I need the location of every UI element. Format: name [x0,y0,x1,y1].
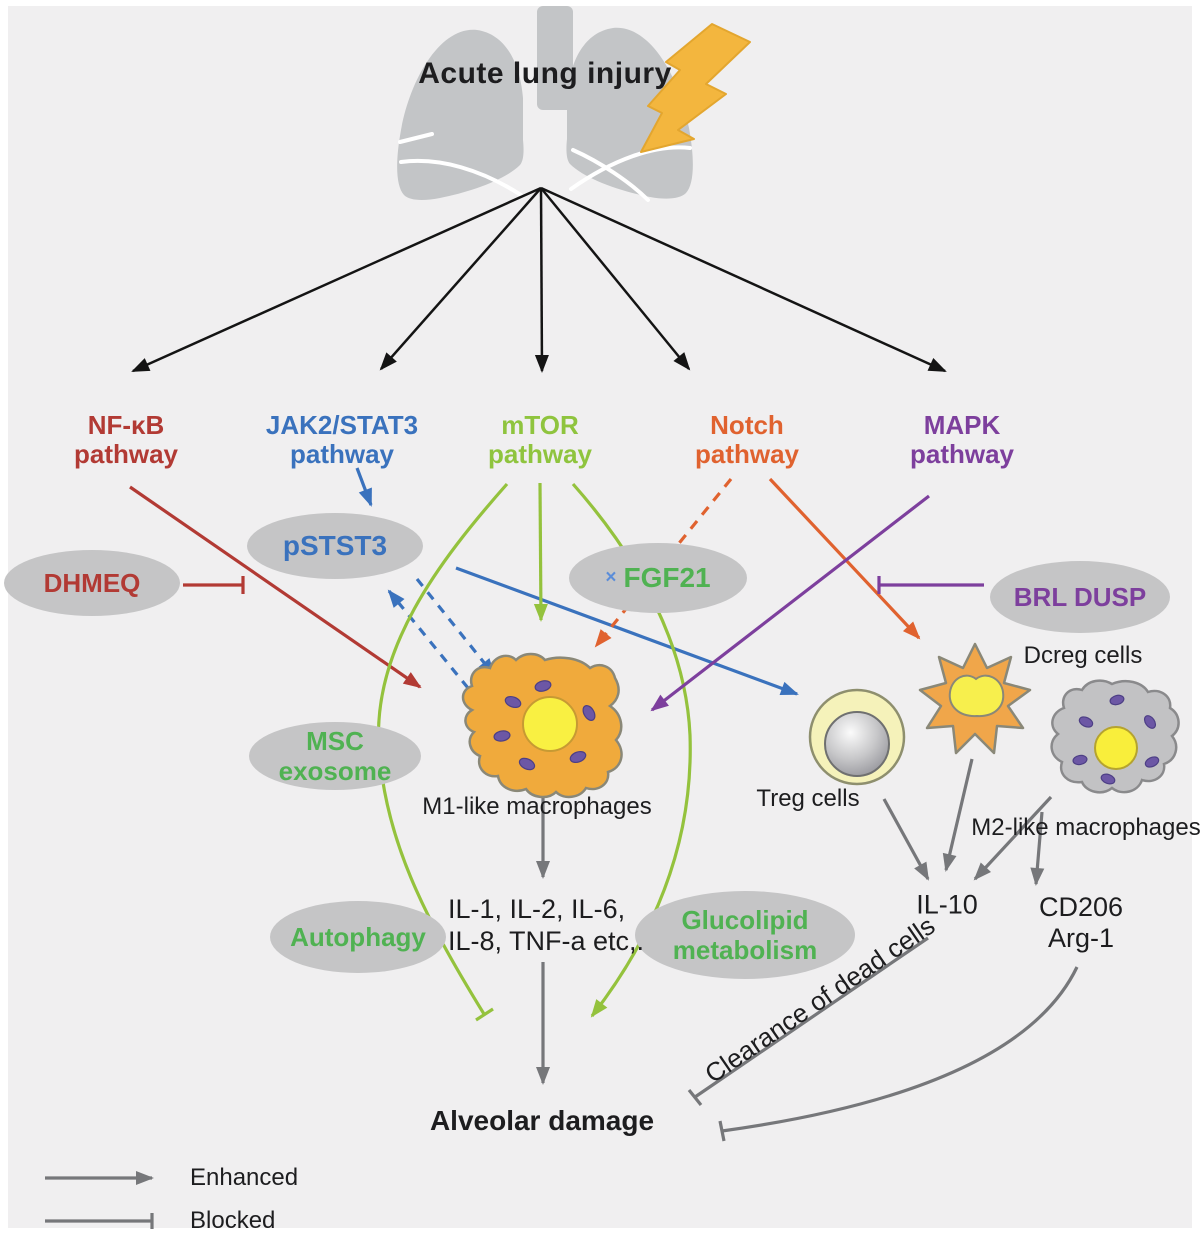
nfkb-connectors [129,485,422,689]
arrow-to-mapk [540,186,947,373]
arrow-notch-to-dcreg [768,477,921,640]
legend-blocked-label: Blocked [190,1207,276,1234]
node-glucolipid: Glucolipid metabolism [635,891,855,979]
pstst3-label: pSTST3 [282,529,388,561]
jak2-connectors [355,467,799,696]
arrow-mapk-to-m1 [650,494,930,712]
node-msc-exosome: MSC exosome [249,722,421,790]
msc-line2: exosome [278,756,392,786]
fgf21-row: × FGF21 [605,562,710,594]
treg-cell [808,688,906,786]
block-clearance-line [694,936,929,1099]
cytokines-line1: IL-1, IL-2, IL-6, [448,894,626,924]
m2-macrophage-cell [1050,679,1180,794]
arrow-m2-to-cd206 [1030,811,1045,886]
nfkb-name: NF-κB [87,409,165,440]
block-arg1-bar [718,1120,726,1142]
arrow-dcreg-to-il10 [942,758,974,872]
jak2-word: pathway [289,439,395,469]
label-mtor-pathway: mTOR pathway [487,409,593,469]
fan-arrows [131,186,947,373]
notch-word: pathway [694,439,800,469]
node-autophagy: Autophagy [270,901,446,973]
gluco-line1: Glucolipid [681,904,809,935]
block-arg1-curve [721,966,1079,1133]
label-m1-macrophages: M1-like macrophages [422,793,652,820]
label-nfkb-pathway: NF-κB pathway [73,409,179,469]
arrow-pstst3-to-treg [455,566,799,696]
label-dcreg-cells: Dcreg cells [1023,642,1143,669]
figure-background [8,6,1192,1228]
figure-title: Acute lung injury [418,57,672,90]
label-cytokines: IL-1, IL-2, IL-6, IL-8, TNF-a etc,. [448,893,644,958]
result-connectors [45,758,1079,1229]
gluco-line2: metabolism [672,935,818,965]
block-autophagy-bar [475,1007,494,1022]
label-jak2-pathway: JAK2/STAT3 pathway [265,409,419,469]
arrow-to-notch [540,187,691,371]
jak2-name: JAK2/STAT3 [265,409,419,440]
mapk-name: MAPK [923,409,1001,440]
autophagy-label: Autophagy [290,921,426,952]
fgf21-label: FGF21 [623,561,711,593]
label-notch-pathway: Notch pathway [694,409,800,469]
mapk-connectors [650,494,984,712]
m1-macrophage-cell [461,652,623,799]
node-pstst3: pSTST3 [247,513,423,579]
dhmeq-label: DHMEQ [43,567,141,598]
brl-dusp-label: BRL DUSP [1013,581,1147,612]
block-clearance-bar [687,1089,703,1106]
notch-name: Notch [710,409,784,440]
node-fgf21: × FGF21 [569,543,747,613]
nfkb-word: pathway [73,439,179,469]
notch-connectors [594,477,921,648]
arrow-to-nfkb [131,186,542,373]
arg1-text: Arg-1 [1047,923,1115,953]
arrow-nfkb-to-m1 [129,485,422,689]
node-dhmeq: DHMEQ [4,550,180,616]
legend-enhanced-label: Enhanced [190,1164,299,1191]
arrow-m1-to-pstst3-dashed [387,589,470,690]
arrow-to-jak2 [379,187,542,371]
label-il10: IL-10 [916,889,978,920]
mapk-word: pathway [909,439,1015,469]
arrow-pstst3-to-m1-dashed [415,577,496,677]
lightning-icon [640,23,751,153]
label-alveolar-damage: Alveolar damage [429,1105,655,1136]
cd206-text: CD206 [1038,892,1124,922]
cytokines-line2: IL-8, TNF-a etc,. [448,926,645,957]
dcreg-cell [918,642,1032,755]
arrow-mtor-to-m1 [533,482,548,622]
node-brl-dusp: BRL DUSP [990,561,1170,633]
arrow-m2-to-il10 [973,795,1053,881]
arrow-jak2-to-pstst3 [355,467,373,507]
label-cd206-arg1: CD206 Arg-1 [1039,892,1123,954]
msc-line1: MSC [306,725,364,756]
x-marker-icon: × [605,566,617,588]
lungs-icon [397,6,693,202]
arrow-treg-to-il10 [882,798,930,881]
label-m2-macrophages: M2-like macrophages [971,814,1200,841]
mtor-name: mTOR [501,409,579,440]
mtor-word: pathway [487,439,593,469]
arrow-to-mtor [534,187,549,373]
label-treg-cells: Treg cells [756,785,860,812]
label-mapk-pathway: MAPK pathway [909,409,1015,469]
